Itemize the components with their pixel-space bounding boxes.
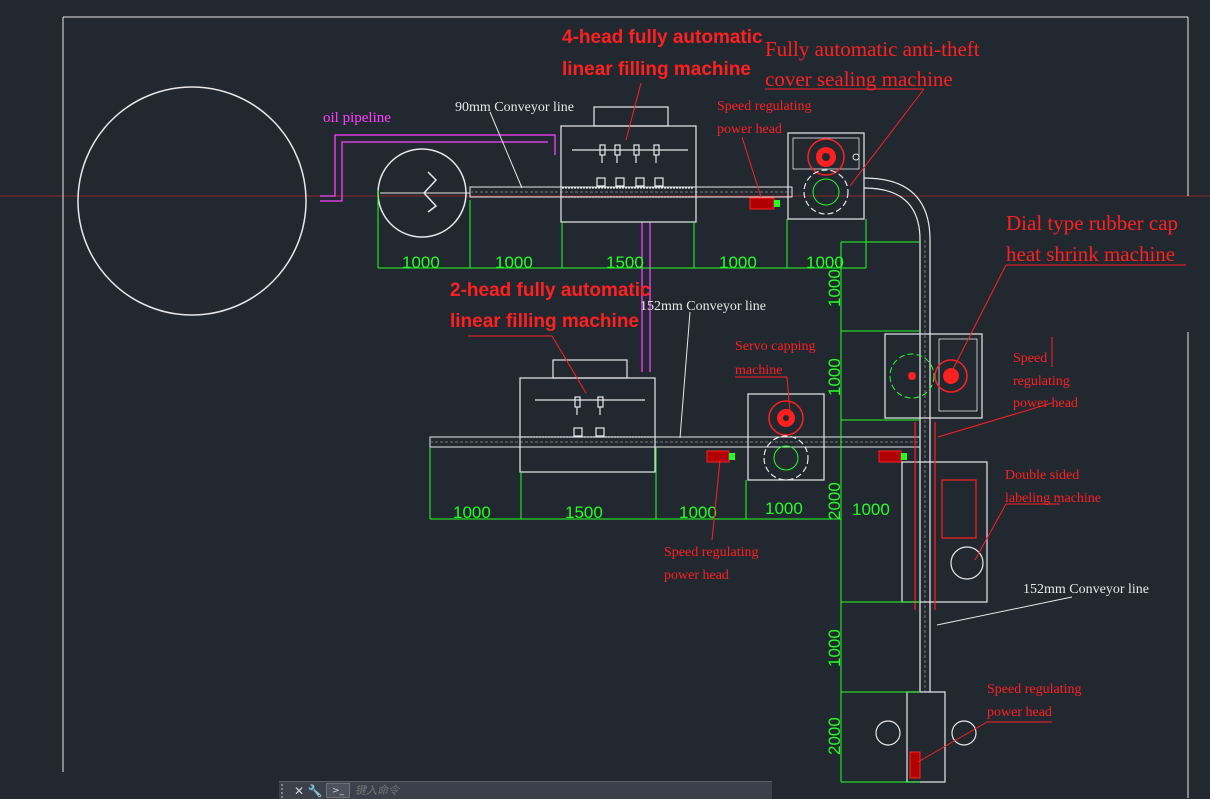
dim-v-1: 1000 (825, 269, 844, 307)
dim-top-4: 1000 (719, 253, 757, 272)
label-speed-bottom-2: power head (987, 705, 1052, 720)
dimension-lines (377, 190, 920, 783)
anti-theft-capper (787, 132, 865, 220)
heat-shrink-machine (884, 333, 983, 419)
dim-mid-5: 1000 (852, 500, 890, 519)
label-speed-top-2: power head (717, 122, 782, 137)
dim-mid-2: 1500 (565, 503, 603, 522)
title-antitheft-line1: Fully automatic anti-theft (765, 37, 980, 61)
command-prompt-glyph: >_ (331, 785, 345, 796)
command-line-bar: ✕ 🔧 >_ (279, 781, 772, 799)
dim-top-1: 1000 (402, 253, 440, 272)
title-2head-line1: 2-head fully automatic (450, 280, 651, 301)
label-90mm-conveyor: 90mm Conveyor line (455, 100, 574, 115)
speed-motor-right (878, 450, 907, 463)
dim-mid-3: 1000 (679, 503, 717, 522)
label-152mm-conveyor-b: 152mm Conveyor line (1023, 582, 1149, 597)
label-speed-mid-1: Speed regulating (664, 545, 758, 560)
two-head-filler (519, 359, 656, 473)
drag-grip-icon[interactable] (281, 783, 291, 798)
label-speed-mid-2: power head (664, 568, 729, 583)
labeling-machine (901, 422, 988, 610)
four-head-filler (560, 106, 697, 223)
command-prompt-icon[interactable]: >_ (326, 783, 350, 798)
title-dial-line2: heat shrink machine (1006, 242, 1175, 266)
label-labeling-2: labeling machine (1005, 491, 1101, 506)
title-antitheft-line2: cover sealing machine (765, 67, 953, 91)
label-speed-bottom-1: Speed regulating (987, 682, 1081, 697)
red-leader-lines (468, 82, 1186, 763)
main-vertical-conveyor (863, 177, 931, 692)
title-dial-line1: Dial type rubber cap (1006, 211, 1178, 235)
label-speed-right-3: power head (1013, 396, 1078, 411)
leader-lines (489, 111, 1073, 626)
label-152mm-conveyor-a: 152mm Conveyor line (640, 299, 766, 314)
label-servo-2: machine (735, 363, 782, 378)
label-speed-top-1: Speed regulating (717, 99, 811, 114)
dim-top-2: 1000 (495, 253, 533, 272)
title-4head-line2: linear filling machine (562, 59, 751, 80)
servo-capper (747, 393, 825, 481)
title-4head-line1: 4-head fully automatic (562, 27, 763, 48)
label-servo-1: Servo capping (735, 339, 815, 354)
label-labeling-1: Double sided (1005, 468, 1079, 483)
dim-v-4: 1000 (825, 629, 844, 667)
discharge-table (875, 691, 977, 783)
dim-v-3: 2000 (825, 482, 844, 520)
dim-v-5: 2000 (825, 717, 844, 755)
unscrambler-blade-icon (422, 171, 438, 213)
title-2head-line2: linear filling machine (450, 311, 639, 332)
dim-top-3: 1500 (606, 253, 644, 272)
speed-motor-top (749, 197, 780, 210)
command-input[interactable] (353, 783, 772, 798)
oil-tank (77, 86, 307, 316)
middle-conveyor (429, 436, 921, 448)
label-speed-right-2: regulating (1013, 374, 1070, 389)
dim-mid-1: 1000 (453, 503, 491, 522)
dim-v-2: 1000 (825, 358, 844, 396)
oil-pipeline (320, 134, 651, 372)
label-oil-pipeline: oil pipeline (323, 110, 391, 126)
label-speed-right-1: Speed (1013, 351, 1047, 366)
close-icon[interactable]: ✕ (293, 783, 305, 798)
speed-motor-mid (706, 450, 735, 463)
wrench-icon[interactable]: 🔧 (307, 783, 323, 798)
dim-mid-4: 1000 (765, 499, 803, 518)
dim-top-5: 1000 (806, 253, 844, 272)
